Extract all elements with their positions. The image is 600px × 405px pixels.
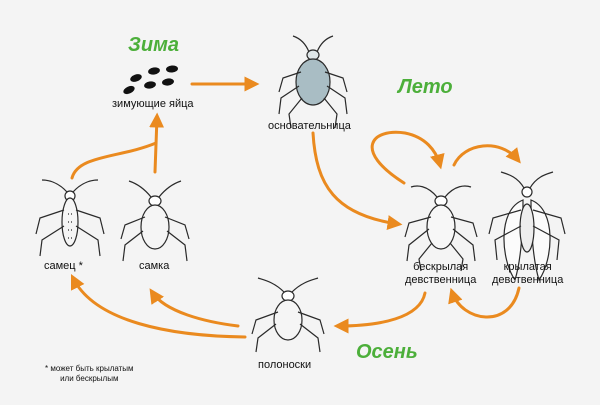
footnote: * может быть крылатым или бескрылым [45,364,134,384]
arrow-sexupara-to-male [70,273,247,339]
label-sexupara: полоноски [258,359,312,371]
arrow-male-to-eggs [70,141,158,180]
arrow-wingless-loop [370,130,445,185]
arrow-foundress-to-wingless [311,131,403,230]
winged-virgin-aphid-icon [488,171,566,282]
season-summer: Лето [398,76,453,98]
wintering-eggs-icon [123,65,178,95]
arrow-winged-to-wingless [448,286,521,319]
female-aphid-icon [120,180,190,262]
label-wintering-eggs: зимующие яйца [112,98,194,110]
male-aphid-icon [35,179,105,257]
label-female: самка [139,260,170,272]
arrow-wingless-to-winged [452,144,521,167]
arrow-female-to-eggs [149,112,165,174]
label-wingless-line1: бескрылая [413,261,469,273]
label-winged-line2: девственница [492,274,564,286]
label-foundress: основательница [268,120,351,132]
arrow-sexupara-to-female [149,288,240,328]
arrow-wingless-to-sexupara [333,291,427,334]
footnote-line2: или бескрылым [60,374,119,383]
label-wingless-line2: девственница [405,274,477,286]
label-winged-line1: крылатая [503,261,552,273]
label-male: самец * [44,260,83,272]
season-winter: Зима [128,34,179,56]
wingless-virgin-aphid-icon [404,185,478,272]
sexupara-aphid-icon [251,277,325,353]
label-wingless-virgin: бескрылая девственница [405,261,476,287]
footnote-line1: * может быть крылатым [45,364,134,373]
foundress-aphid-icon [278,35,348,129]
season-autumn: Осень [356,341,418,363]
label-winged-virgin: крылатая девственница [492,261,563,287]
